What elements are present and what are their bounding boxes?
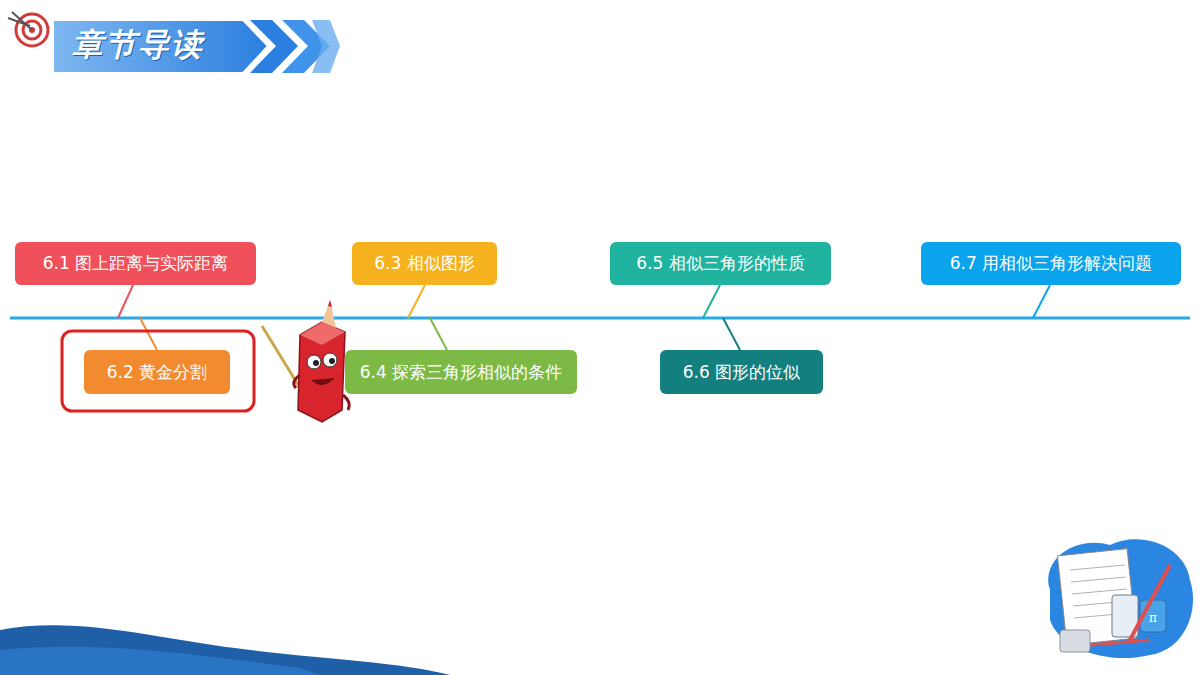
- topic-box: 6.7 用相似三角形解决问题: [921, 242, 1181, 285]
- topic-label: 6.4 探索三角形相似的条件: [360, 361, 562, 384]
- target-icon: [8, 12, 48, 46]
- topic-box: 6.2 黄金分割: [84, 350, 230, 394]
- topic-label: 6.7 用相似三角形解决问题: [950, 252, 1152, 275]
- highlight-frame: [62, 331, 254, 411]
- math-illustration: π: [1048, 539, 1193, 658]
- timeline-axis: [10, 317, 1190, 320]
- topic-box: 6.1 图上距离与实际距离: [15, 242, 256, 285]
- topic-label: 6.5 相似三角形的性质: [636, 252, 804, 275]
- slide-title: 章节导读: [72, 24, 204, 66]
- title-banner: [53, 20, 340, 73]
- topic-label: 6.2 黄金分割: [107, 361, 207, 384]
- topic-label: 6.1 图上距离与实际距离: [43, 252, 228, 275]
- topic-box: 6.6 图形的位似: [660, 350, 823, 394]
- topic-label: 6.3 相似图形: [374, 252, 474, 275]
- topic-box: 6.5 相似三角形的性质: [610, 242, 831, 285]
- topic-box: 6.4 探索三角形相似的条件: [345, 350, 577, 394]
- topic-label: 6.6 图形的位似: [683, 361, 800, 384]
- bottom-wave: [0, 625, 450, 675]
- svg-text:π: π: [1149, 611, 1157, 625]
- topic-box: 6.3 相似图形: [352, 242, 497, 285]
- bottom-wave: [0, 647, 320, 675]
- pencil-mascot: [262, 300, 349, 422]
- leader-lines: [118, 285, 1050, 350]
